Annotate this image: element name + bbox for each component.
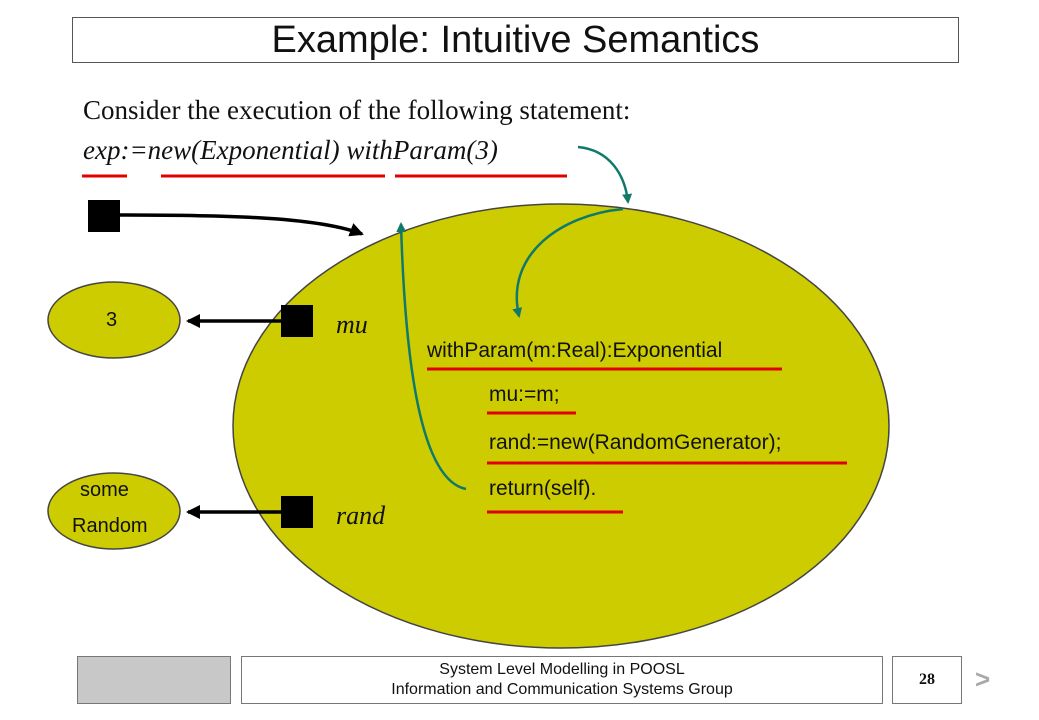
- return-arrow: [396, 222, 467, 491]
- method-line-1: mu:=m;: [489, 383, 560, 406]
- page-number: 28: [892, 656, 962, 704]
- slide-title: Example: Intuitive Semantics: [271, 19, 760, 61]
- value-3-object: [47, 281, 181, 359]
- footer-gray-box: [77, 656, 231, 704]
- method-signature: withParam(m:Real):Exponential: [427, 339, 723, 362]
- slide-title-box: Example: Intuitive Semantics: [72, 17, 959, 63]
- rand-reference-square: [281, 496, 313, 528]
- value-random-label: Random: [72, 515, 148, 537]
- exponential-object: [232, 203, 890, 649]
- exp-reference-arrow: [119, 213, 364, 237]
- exp-reference-square: [88, 200, 120, 232]
- call-arrow-to-method: [512, 207, 624, 318]
- var-mu-label: mu: [336, 310, 368, 339]
- next-slide-button[interactable]: >: [975, 664, 991, 694]
- random-object: [47, 472, 181, 550]
- value-3-label: 3: [106, 309, 118, 331]
- value-some-label: some: [80, 479, 129, 501]
- method-line-2: rand:=new(RandomGenerator);: [489, 431, 782, 454]
- intro-text: Consider the execution of the following …: [83, 95, 631, 125]
- footer-line-2: Information and Communication Systems Gr…: [391, 681, 733, 698]
- var-rand-label: rand: [336, 501, 386, 530]
- method-line-3: return(self).: [489, 477, 597, 500]
- call-arrow-to-object: [577, 145, 633, 204]
- mu-reference-square: [281, 305, 313, 337]
- footer-line-1: System Level Modelling in POOSL: [439, 661, 685, 678]
- statement-text: exp:=new(Exponential) withParam(3): [83, 135, 498, 165]
- footer-text-box: System Level Modelling in POOSL Informat…: [241, 656, 883, 704]
